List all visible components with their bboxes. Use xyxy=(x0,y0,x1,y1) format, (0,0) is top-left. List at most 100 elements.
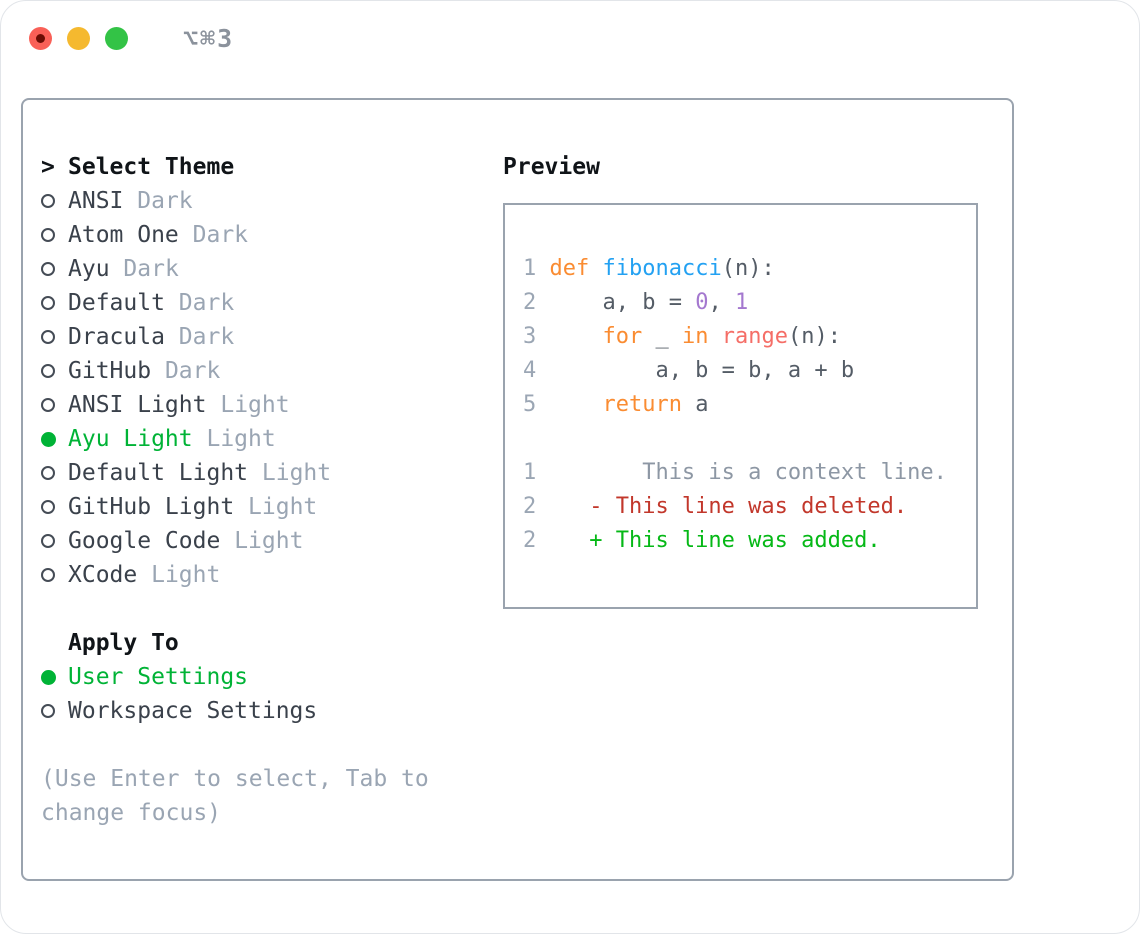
line-number: 1 xyxy=(523,256,537,281)
theme-variant: Light xyxy=(151,562,221,588)
code-token: def xyxy=(549,256,590,281)
theme-name: Google Code xyxy=(68,528,221,554)
theme-option-label: GitHub Dark xyxy=(68,358,220,384)
window-title: ⌥⌘3 xyxy=(183,23,235,53)
apply-option-workspace-settings[interactable]: Workspace Settings xyxy=(41,694,441,728)
line-number: 2 xyxy=(523,528,537,553)
radio-icon xyxy=(41,364,68,378)
theme-variant: Dark xyxy=(192,222,249,248)
theme-name: GitHub Light xyxy=(68,494,235,520)
code-token: + This line was added. xyxy=(549,528,881,553)
code-token xyxy=(708,324,721,349)
line-number: 4 xyxy=(523,358,537,383)
line-number: 3 xyxy=(523,324,537,349)
radio-icon xyxy=(41,398,68,412)
theme-option-atom-one[interactable]: Atom One Dark xyxy=(41,218,441,252)
code-token xyxy=(549,392,602,417)
radio-icon xyxy=(41,500,68,514)
theme-option-label: Ayu Dark xyxy=(68,256,179,282)
theme-name: ANSI xyxy=(68,188,124,214)
theme-option-default[interactable]: Default Dark xyxy=(41,286,441,320)
theme-option-label: XCode Light xyxy=(68,562,220,588)
radio-icon xyxy=(41,228,68,242)
theme-option-label: GitHub Light Light xyxy=(68,494,317,520)
theme-option-google-code[interactable]: Google Code Light xyxy=(41,524,441,558)
prompt-icon: > xyxy=(41,154,55,180)
theme-option-label: ANSI Dark xyxy=(68,188,193,214)
code-line: 5 return a xyxy=(523,388,976,422)
theme-option-github[interactable]: GitHub Dark xyxy=(41,354,441,388)
close-button[interactable] xyxy=(29,26,52,50)
theme-option-label: ANSI Light Light xyxy=(68,392,290,418)
radio-icon xyxy=(41,330,68,344)
theme-name: XCode xyxy=(68,562,138,588)
code-token: - This line was deleted. xyxy=(549,494,908,519)
code-token: 0 xyxy=(695,290,709,315)
code-line: 1 This is a context line. xyxy=(523,456,976,490)
titlebar: ⌥⌘3 xyxy=(1,1,1139,75)
theme-variant: Dark xyxy=(178,290,235,316)
theme-option-label: Dracula Dark xyxy=(68,324,234,350)
theme-name: Ayu Light xyxy=(68,426,193,452)
minimize-button[interactable] xyxy=(67,26,90,50)
theme-option-label: Ayu Light Light xyxy=(68,426,276,452)
theme-option-dracula[interactable]: Dracula Dark xyxy=(41,320,441,354)
theme-option-ayu-light[interactable]: Ayu Light Light xyxy=(41,422,441,456)
theme-option-ayu[interactable]: Ayu Dark xyxy=(41,252,441,286)
code-token: in xyxy=(681,324,709,349)
theme-name: Dracula xyxy=(68,324,165,350)
radio-icon xyxy=(41,262,68,276)
theme-variant: Light xyxy=(206,426,276,452)
edited-dot-icon xyxy=(36,33,45,43)
theme-option-label: Default Light Light xyxy=(68,460,331,486)
theme-name: Atom One xyxy=(68,222,179,248)
apply-option-name: User Settings xyxy=(68,664,249,690)
theme-name: Default Light xyxy=(68,460,249,486)
theme-variant: Light xyxy=(248,494,318,520)
theme-variant: Dark xyxy=(137,188,193,214)
radio-selected-icon xyxy=(41,669,68,685)
theme-option-label: Atom One Dark xyxy=(68,222,248,248)
code-line: 2 + This line was added. xyxy=(523,524,976,558)
theme-option-label: Google Code Light xyxy=(68,528,303,554)
code-token: (n): xyxy=(721,256,775,281)
theme-option-ansi[interactable]: ANSI Dark xyxy=(41,184,441,218)
theme-option-label: Default Dark xyxy=(68,290,234,316)
radio-selected-icon xyxy=(41,431,68,447)
code-line: 3 for _ in range(n): xyxy=(523,320,976,354)
apply-to-title: Apply To xyxy=(68,630,179,656)
code-line: 2 - This line was deleted. xyxy=(523,490,976,524)
code-token: for xyxy=(602,324,643,349)
code-token: , xyxy=(708,290,735,315)
radio-icon xyxy=(41,568,68,582)
theme-option-ansi-light[interactable]: ANSI Light Light xyxy=(41,388,441,422)
code-token: This is a context line. xyxy=(549,460,947,485)
apply-option-label: Workspace Settings xyxy=(68,698,317,724)
code-token: (n): xyxy=(787,324,841,349)
theme-option-github-light[interactable]: GitHub Light Light xyxy=(41,490,441,524)
apply-option-user-settings[interactable]: User Settings xyxy=(41,660,441,694)
theme-option-default-light[interactable]: Default Light Light xyxy=(41,456,441,490)
theme-option-xcode[interactable]: XCode Light xyxy=(41,558,441,592)
help-text: (Use Enter to select, Tab to change focu… xyxy=(41,766,429,826)
apply-option-name: Workspace Settings xyxy=(68,698,318,724)
theme-name: GitHub xyxy=(68,358,152,384)
code-token: range xyxy=(721,324,788,349)
code-token: _ xyxy=(642,324,682,349)
zoom-button[interactable] xyxy=(105,26,128,50)
line-number: 2 xyxy=(523,290,537,315)
code-line: 2 a, b = 0, 1 xyxy=(523,286,976,320)
code-token: a xyxy=(681,392,709,417)
code-token xyxy=(549,324,602,349)
code-line xyxy=(523,422,976,456)
code-token: fibonacci xyxy=(602,256,722,281)
code-token: a, b = b, a + b xyxy=(549,358,855,383)
radio-icon xyxy=(41,296,68,310)
code-token: a, b = xyxy=(549,290,696,315)
